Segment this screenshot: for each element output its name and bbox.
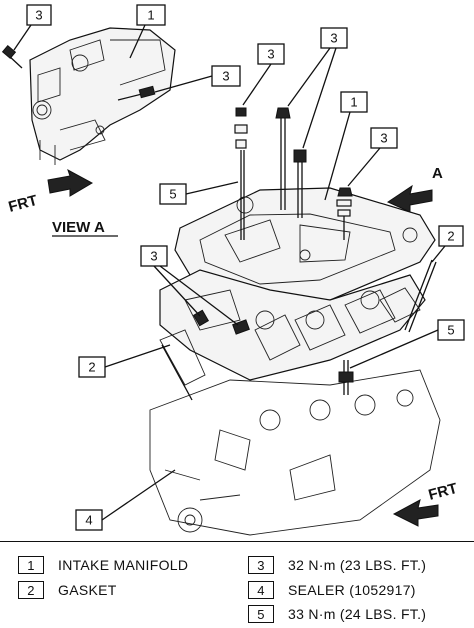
front-arrow-main: FRT [392,480,460,527]
callout-number-5-main-left: 5 [169,187,176,202]
legend-text-5: 33 N·m (24 LBS. FT.) [288,606,427,622]
callout-box-3-view-a [26,4,52,26]
exploded-view-diagram: FRT VIEW A [1,4,465,536]
callout-number-3-main-pair: 3 [330,31,337,46]
callout-number-2-main-left: 2 [88,360,95,375]
callout-number-2-main-right: 2 [447,229,454,244]
callout-box-3-main-right [370,127,398,149]
legend-number-3: 3 [248,556,274,574]
legend-text-3: 32 N·m (23 LBS. FT.) [288,557,427,573]
callout-number-1-view-a: 1 [147,8,154,23]
view-a-direction-arrow: A [386,165,443,213]
legend-number-1: 1 [18,556,44,574]
legend-item-3: 3 32 N·m (23 LBS. FT.) [248,554,426,576]
callout-box-3-main-pair [320,27,348,49]
callout-number-3-main-left: 3 [267,47,274,62]
callout-number-3-main-right: 3 [380,131,387,146]
callout-number-3-view-a: 3 [35,8,42,23]
bolts-drawing [161,107,437,401]
legend-item-2: 2 GASKET [18,579,117,601]
callout-box-2-main-right [438,225,464,247]
cylinder-block-drawing [149,369,441,536]
callout-box-3-main-left [257,43,285,65]
view-a-inset-drawing [1,27,176,165]
front-label-view-a: FRT [7,192,40,216]
callout-number-3-main-lower: 3 [150,249,157,264]
callout-box-1-main [340,91,368,113]
legend-number-5: 5 [248,605,274,623]
gasket-drawing [159,287,421,386]
legend-number-2: 2 [18,581,44,599]
legend-text-1: INTAKE MANIFOLD [58,557,189,573]
legend: 1 INTAKE MANIFOLD 2 GASKET 3 32 N·m (23 … [0,541,474,628]
intake-manifold-drawing [159,187,436,381]
legend-text-2: GASKET [58,582,117,598]
view-a-arrow-letter: A [432,165,443,182]
callout-number-4-main: 4 [85,513,92,528]
legend-item-4: 4 SEALER (1052917) [248,579,416,601]
callout-number-3-view-a-right: 3 [222,69,229,84]
callout-number-1-main: 1 [350,95,357,110]
view-a-label: VIEW A [52,219,105,236]
front-label-main: FRT [427,480,460,504]
legend-item-1: 1 INTAKE MANIFOLD [18,554,188,576]
legend-text-4: SEALER (1052917) [288,582,416,598]
callout-box-1-view-a [136,4,166,26]
legend-item-5: 5 33 N·m (24 LBS. FT.) [248,603,426,625]
callout-number-5-main-right: 5 [447,323,454,338]
front-arrow-view-a: FRT [7,168,94,216]
legend-number-4: 4 [248,581,274,599]
